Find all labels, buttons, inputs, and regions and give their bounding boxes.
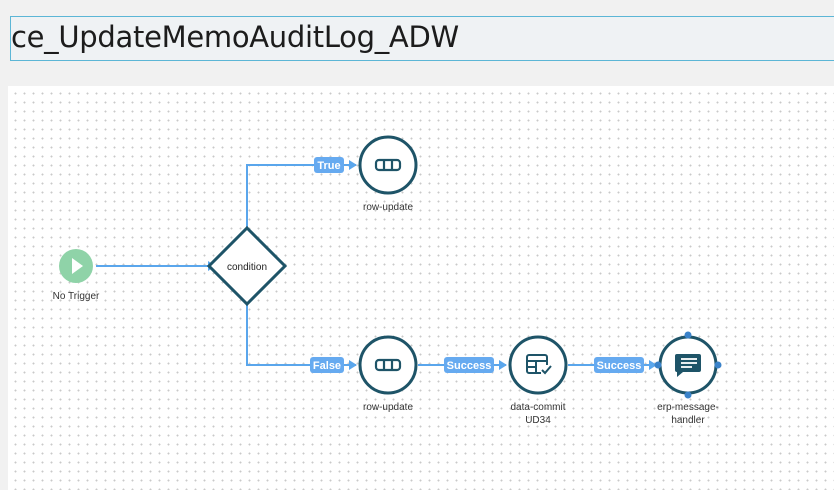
message-icon — [675, 354, 701, 377]
edge-label-false[interactable]: False — [310, 357, 344, 373]
data-commit-node[interactable]: data-commit UD34 — [508, 335, 568, 426]
port-bottom[interactable] — [684, 391, 692, 399]
edge-label-success-2[interactable]: Success — [594, 357, 644, 373]
edge-condition-false[interactable] — [246, 304, 356, 366]
title-bar[interactable]: ce_UpdateMemoAuditLog_ADW — [10, 16, 834, 61]
play-icon — [72, 258, 83, 274]
arrowhead — [349, 160, 357, 170]
edge-label-success-2-text: Success — [597, 360, 642, 372]
edge-label-success-1-text: Success — [447, 360, 492, 372]
port-top[interactable] — [684, 331, 692, 339]
table-check-icon — [526, 354, 553, 375]
edge-label-true-text: True — [317, 160, 340, 172]
port-right[interactable] — [714, 361, 722, 369]
port-left[interactable] — [654, 361, 662, 369]
erp-handler-label-line2: handler — [671, 415, 705, 426]
data-commit-label-line2: UD34 — [525, 415, 551, 426]
trigger-node[interactable]: No Trigger — [53, 249, 100, 302]
flow-canvas[interactable]: True False Success Success No Trigger co… — [8, 86, 834, 490]
edge-label-false-text: False — [313, 360, 341, 372]
flow-title[interactable]: ce_UpdateMemoAuditLog_ADW — [11, 20, 459, 54]
row-update-node-false[interactable]: row-update — [358, 335, 418, 413]
arrowhead — [649, 360, 657, 370]
condition-node[interactable]: condition — [206, 225, 288, 307]
row-update-node-true[interactable]: row-update — [358, 135, 418, 213]
edge-label-true[interactable]: True — [314, 157, 344, 173]
row-icon — [374, 358, 402, 372]
erp-handler-label-line1: erp-message- — [657, 402, 719, 413]
row-update-true-label: row-update — [363, 202, 413, 213]
edge-condition-true[interactable] — [246, 164, 356, 228]
erp-message-handler-node[interactable]: erp-message- handler — [654, 331, 722, 427]
arrowhead — [349, 360, 357, 370]
edge-label-success-1[interactable]: Success — [444, 357, 494, 373]
condition-label: condition — [227, 262, 267, 273]
data-commit-label-line1: data-commit — [510, 402, 565, 413]
trigger-label: No Trigger — [53, 291, 100, 302]
row-update-false-label: row-update — [363, 402, 413, 413]
flow-diagram: True False Success Success No Trigger co… — [53, 135, 722, 427]
arrowhead — [499, 360, 507, 370]
row-icon — [374, 158, 402, 172]
